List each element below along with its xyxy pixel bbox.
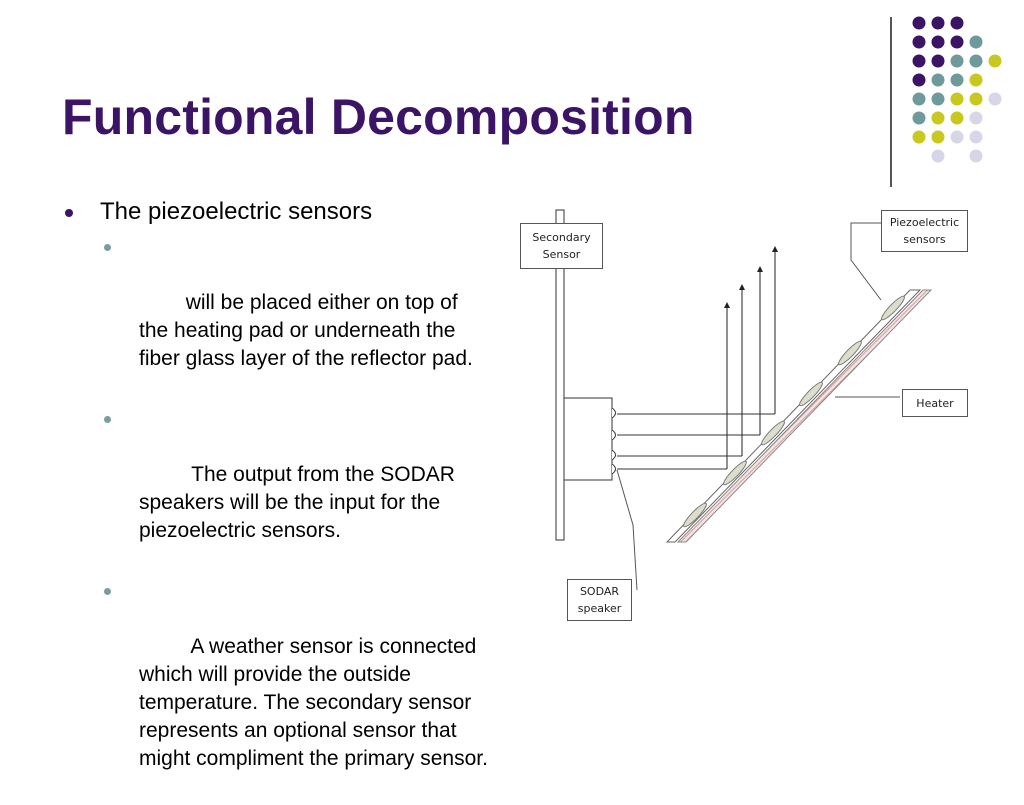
decorative-dot (969, 54, 983, 68)
sub-bullet-dot-icon (104, 416, 111, 423)
decorative-dot (969, 111, 983, 125)
decorative-dot (950, 92, 964, 106)
decorative-dot (912, 35, 926, 49)
decorative-dot (931, 54, 945, 68)
decorative-dot (988, 92, 1002, 106)
decorative-dot (931, 92, 945, 106)
sub-bullet-list: will be placed either on top of the heat… (64, 233, 489, 801)
decorative-dot (950, 111, 964, 125)
sensor-diagram-drawing (555, 209, 933, 591)
bullet-item: The piezoelectric sensors (64, 197, 489, 227)
heater-label: Heater (902, 389, 968, 417)
sub-bullet-text: A weather sensor is connected which will… (139, 635, 488, 770)
sub-bullet-text: will be placed either on top of the heat… (139, 291, 473, 370)
bullet-dot-icon (65, 209, 73, 217)
sensor-diagram: Secondary Sensor Piezoelectric sensors H… (505, 205, 985, 635)
decorative-dot (912, 73, 926, 87)
signal-lines (617, 413, 775, 470)
secondary-sensor-label: Secondary Sensor (520, 223, 603, 269)
sub-bullet-item: will be placed either on top of the heat… (64, 233, 489, 401)
sub-bullet-dot-icon (104, 588, 111, 595)
decorative-dot (931, 130, 945, 144)
decorative-dot (931, 35, 945, 49)
decorative-dot (969, 130, 983, 144)
decorative-dot (969, 92, 983, 106)
decorative-dot (950, 130, 964, 144)
sensor-junction-box (563, 397, 613, 481)
decorative-dot (969, 35, 983, 49)
decorative-dot (950, 35, 964, 49)
decorative-dot (950, 54, 964, 68)
leader-lines (616, 222, 900, 591)
decorative-dot (931, 149, 945, 163)
decorative-dot (988, 54, 1002, 68)
decorative-dot (950, 16, 964, 30)
decorative-dot (931, 73, 945, 87)
decorative-dot (950, 73, 964, 87)
decorative-dot (969, 73, 983, 87)
sub-bullet-text: The output from the SODAR speakers will … (139, 463, 461, 542)
slide-title: Functional Decomposition (62, 89, 695, 145)
heater-hatched-layer (676, 289, 933, 543)
sub-bullet-item: A weather sensor is connected which will… (64, 577, 489, 801)
piezoelectric-sensors-label: Piezoelectric sensors (881, 210, 968, 252)
decorative-dot-grid (912, 16, 1002, 163)
slide: Functional Decomposition The piezoelectr… (62, 16, 1002, 770)
sodar-speaker-label: SODAR speaker (567, 579, 632, 621)
piezo-sensor-elements (683, 295, 905, 528)
decorative-dot (912, 54, 926, 68)
secondary-sensor-pole (555, 209, 565, 541)
bullet-text: The piezoelectric sensors (100, 198, 373, 225)
decorative-dot (969, 149, 983, 163)
title-divider-line (890, 17, 892, 187)
decorative-dot (931, 16, 945, 30)
decorative-dot (912, 16, 926, 30)
decorative-dot (931, 111, 945, 125)
upward-arrows (724, 246, 778, 469)
decorative-dot (912, 111, 926, 125)
decorative-dot (912, 92, 926, 106)
connector-bumps (611, 407, 616, 475)
sub-bullet-item: The output from the SODAR speakers will … (64, 405, 489, 573)
decorative-dot (912, 130, 926, 144)
sub-bullet-dot-icon (104, 244, 111, 251)
bullet-list: The piezoelectric sensors will be placed… (64, 197, 489, 805)
